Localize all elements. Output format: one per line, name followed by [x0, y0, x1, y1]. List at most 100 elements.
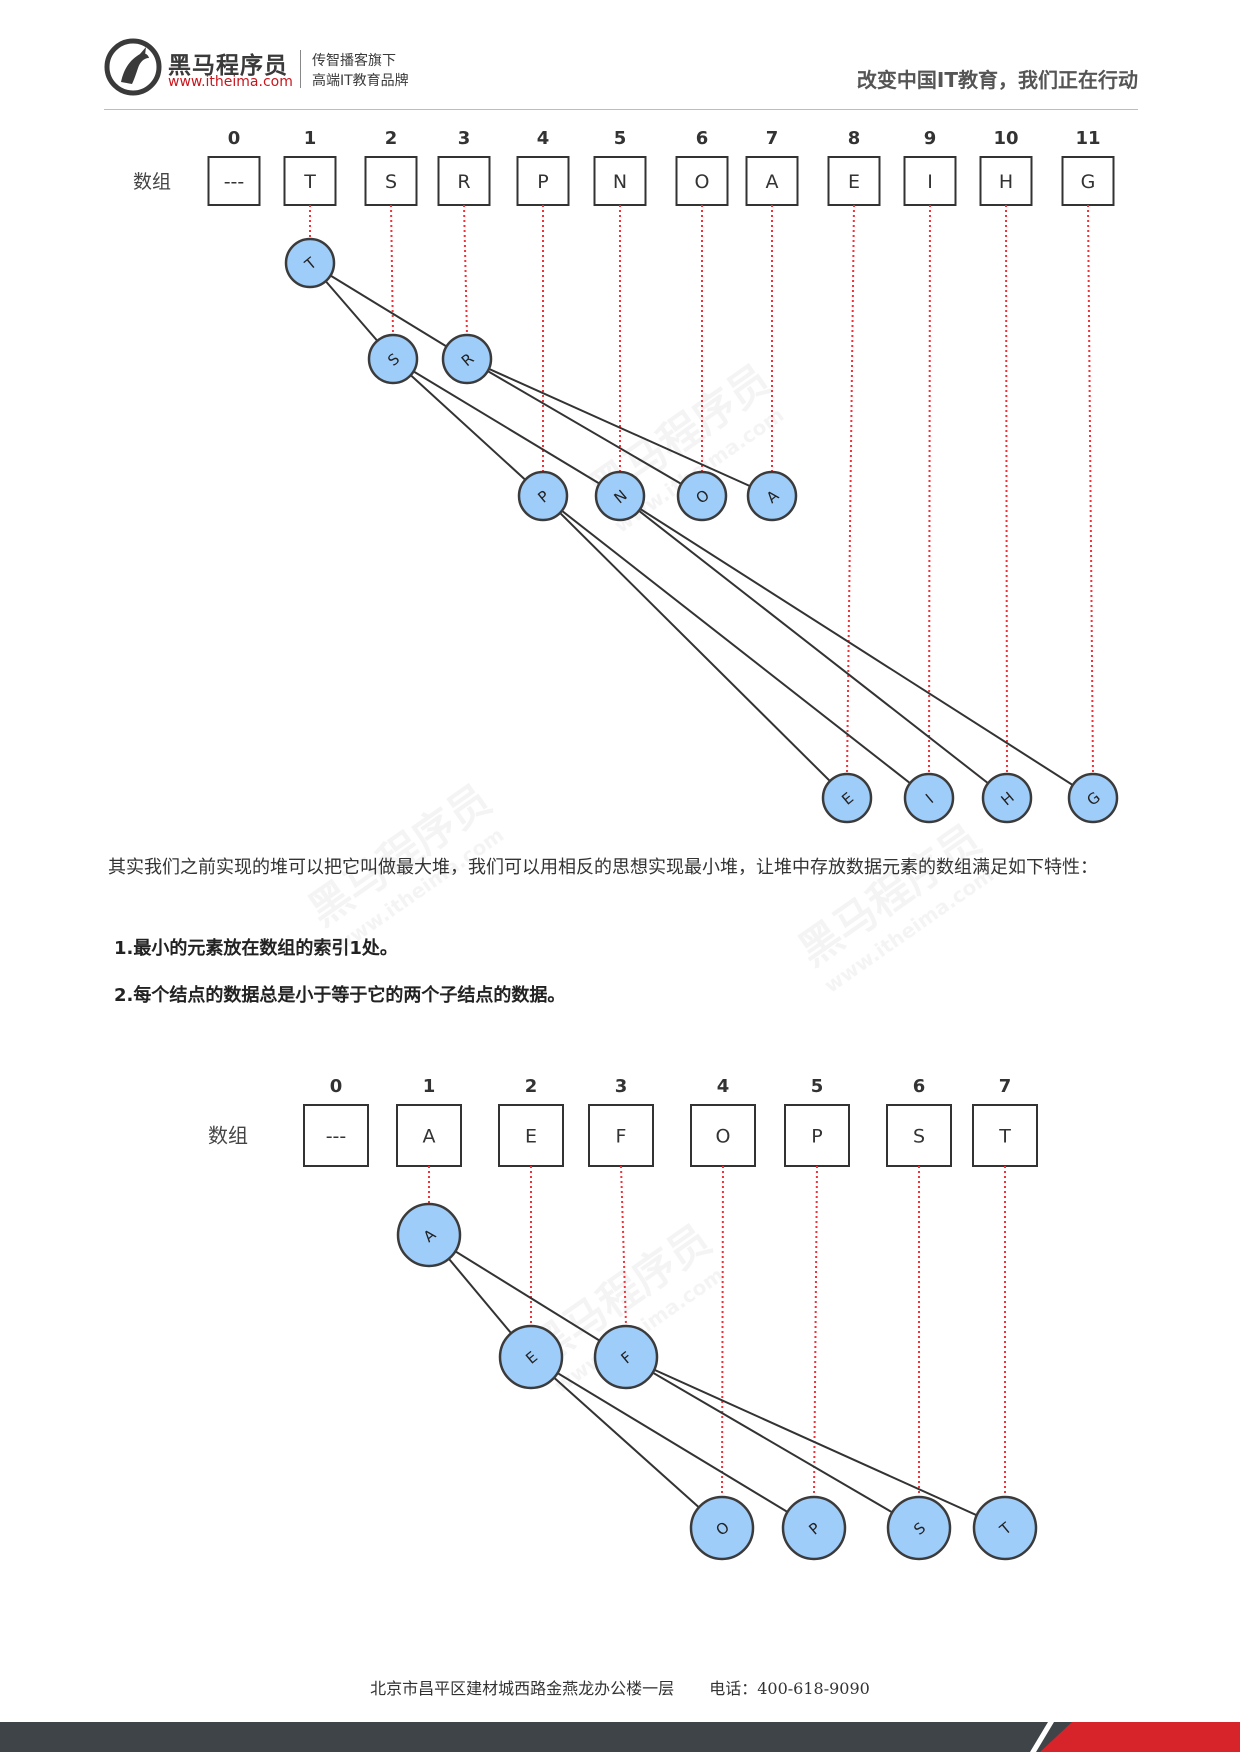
- horse-logo-icon: [104, 38, 162, 96]
- header-rule: [104, 109, 1138, 110]
- array-cell-value: A: [423, 1126, 436, 1148]
- array-cell-value: O: [716, 1126, 731, 1148]
- header-slogan: 改变中国IT教育，我们正在行动: [856, 68, 1138, 92]
- tree-node: [886, 1495, 952, 1561]
- brand-name: 黑马程序员: [168, 53, 288, 79]
- tree-edge: [625, 1356, 1006, 1529]
- array-cell-value: O: [695, 171, 710, 193]
- array-cell-box: [516, 156, 570, 206]
- brand-divider: [300, 50, 301, 88]
- array-index-label: 6: [696, 128, 709, 149]
- array-cell-value: I: [927, 171, 933, 193]
- array-index-label: 4: [717, 1076, 730, 1097]
- tree-edge: [309, 262, 468, 360]
- array-index-label: 1: [304, 128, 317, 149]
- array-index-label: 11: [1075, 128, 1100, 149]
- tree-node: [284, 237, 336, 289]
- tree-node: [594, 470, 646, 522]
- array-to-node-link: [846, 204, 855, 775]
- array-cell-box: [886, 1104, 952, 1167]
- array-to-node-link: [620, 1165, 627, 1327]
- brand-url: www.itheima.com: [168, 74, 293, 90]
- array-cell-box: [498, 1104, 564, 1167]
- tree-edge: [530, 1356, 723, 1529]
- array-cell-value: E: [848, 171, 860, 193]
- array-cell-box: [207, 156, 261, 206]
- tree-node: [367, 333, 419, 385]
- array-index-label: 8: [848, 128, 861, 149]
- array-index-label: 10: [993, 128, 1018, 149]
- page-header: 黑马程序员 www.itheima.com 传智播客旗下 高端IT教育品牌 改变…: [0, 0, 1240, 112]
- tree-node: [981, 772, 1033, 824]
- array-index-label: 7: [999, 1076, 1012, 1097]
- array-cell-value: P: [811, 1126, 822, 1148]
- explanation-paragraph: 其实我们之前实现的堆可以把它叫做最大堆，我们可以用相反的思想实现最小堆，让堆中存…: [108, 857, 1098, 878]
- array-cell-value: P: [537, 171, 548, 193]
- brand-tagline-1: 传智播客旗下: [312, 53, 396, 69]
- array-cell-value: A: [766, 171, 779, 193]
- tree-node: [593, 1324, 659, 1390]
- array-cell-box: [903, 156, 957, 206]
- array-cell-box: [364, 156, 418, 206]
- array-to-node-link: [721, 1165, 724, 1498]
- array-cell-value: ---: [224, 171, 245, 193]
- array-cell-value: N: [613, 171, 627, 193]
- array-cell-value: E: [525, 1126, 537, 1148]
- array-cell-box: [675, 156, 729, 206]
- tree-edge: [625, 1356, 920, 1529]
- tree-node: [746, 470, 798, 522]
- tree-edge: [619, 495, 1008, 799]
- tree-node: [903, 772, 955, 824]
- array-index-label: 6: [913, 1076, 926, 1097]
- array-index-label: 3: [615, 1076, 628, 1097]
- array-index-label: 7: [766, 128, 779, 149]
- array-cell-value: H: [999, 171, 1013, 193]
- array-index-label: 5: [614, 128, 627, 149]
- array-cell-value: R: [457, 171, 470, 193]
- array-cell-value: S: [913, 1126, 925, 1148]
- array-cell-value: T: [998, 1126, 1011, 1148]
- array-cell-value: S: [385, 171, 397, 193]
- array-index-label: 9: [924, 128, 937, 149]
- array-index-label: 0: [330, 1076, 343, 1097]
- tree-node: [517, 470, 569, 522]
- array-index-label: 1: [423, 1076, 436, 1097]
- tree-node: [498, 1324, 564, 1390]
- array-cell-box: [972, 1104, 1038, 1167]
- tree-edge: [392, 358, 621, 497]
- array-row-label: 数组: [208, 1124, 248, 1148]
- array-cell-value: G: [1081, 171, 1096, 193]
- min-heap-rule-1: 1.最小的元素放在数组的索引1处。: [114, 938, 398, 959]
- array-cell-box: [690, 1104, 756, 1167]
- array-index-label: 3: [458, 128, 471, 149]
- array-cell-box: [303, 1104, 369, 1167]
- footer-address: 北京市昌平区建材城西路金燕龙办公楼一层: [370, 1679, 675, 1698]
- array-cell-value: F: [616, 1126, 627, 1148]
- array-index-label: 2: [525, 1076, 538, 1097]
- tree-node: [689, 1495, 755, 1561]
- tree-edge: [542, 495, 930, 799]
- tree-edge: [530, 1356, 815, 1529]
- tree-edge: [542, 495, 848, 799]
- array-cell-box: [979, 156, 1033, 206]
- array-cell-box: [784, 1104, 850, 1167]
- array-to-node-link: [1005, 204, 1008, 775]
- array-to-node-link: [928, 204, 931, 775]
- tree-edge: [619, 495, 1094, 799]
- array-to-node-link: [813, 1165, 818, 1498]
- array-row-label: 数组: [133, 171, 171, 193]
- tree-edge: [428, 1234, 627, 1358]
- tree-node: [972, 1495, 1038, 1561]
- tree-node: [781, 1495, 847, 1561]
- tree-node: [676, 470, 728, 522]
- array-index-label: 0: [228, 128, 241, 149]
- tree-edge: [466, 358, 703, 497]
- footer-phone: 电话：400-618-9090: [709, 1679, 870, 1698]
- tree-node: [441, 333, 493, 385]
- footer-contact: 北京市昌平区建材城西路金燕龙办公楼一层 电话：400-618-9090: [0, 1675, 1240, 1699]
- array-cell-box: [396, 1104, 462, 1167]
